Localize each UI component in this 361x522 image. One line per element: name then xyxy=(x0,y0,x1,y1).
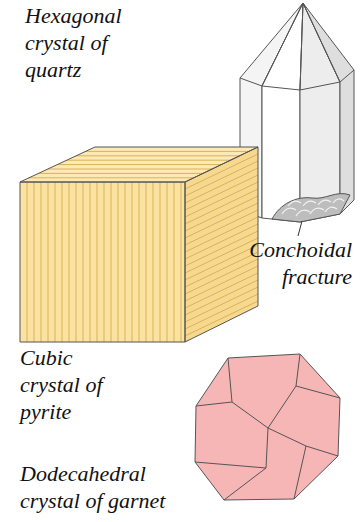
leader-line xyxy=(298,221,302,236)
garnet-crystal xyxy=(195,354,340,500)
mineral-label: Hexagonal crystal of quartz xyxy=(25,2,143,83)
feature-label: Conchoidal fracture xyxy=(226,236,352,290)
mineral-label: Dodecahedral crystal of garnet xyxy=(20,460,192,514)
mineral-label: Cubic crystal of pyrite xyxy=(20,344,120,425)
